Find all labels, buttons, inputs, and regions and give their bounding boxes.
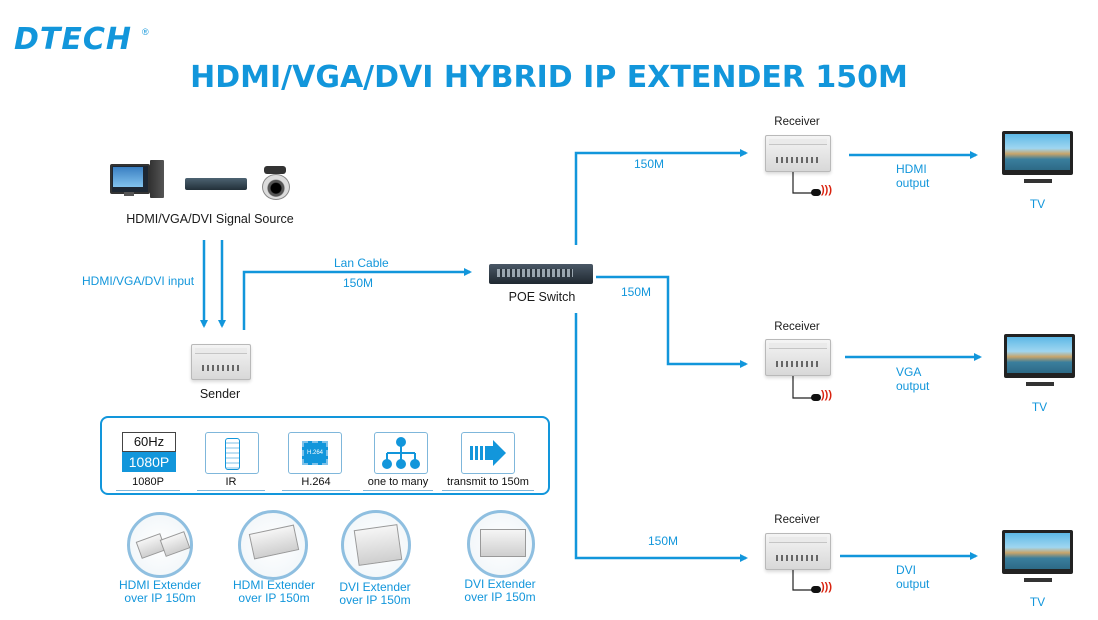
product-image-hdmi-extender	[127, 512, 193, 578]
input-label: HDMI/VGA/DVI input	[82, 274, 195, 288]
product-image-dvi-extender	[341, 510, 411, 580]
tv-icon	[1002, 131, 1073, 183]
ir-wave-icon: )))	[821, 184, 832, 196]
feature-label-h264: H.264	[282, 476, 350, 491]
tv-icon	[1002, 530, 1073, 582]
ir-wave-icon: )))	[821, 581, 832, 593]
lan-length-label: 150M	[343, 276, 374, 290]
brand-logo: DTECH	[14, 22, 132, 57]
receiver-label: Receiver	[774, 116, 820, 128]
switch-label: POE Switch	[508, 290, 576, 304]
branch-length-top: 150M	[634, 157, 665, 171]
branch-length-middle: 150M	[621, 285, 652, 299]
feature-label-1080p: 1080P	[116, 476, 180, 491]
ir-cable-3	[792, 570, 812, 591]
ir-receiver-icon	[811, 189, 821, 196]
tv-label: TV	[1029, 197, 1046, 211]
forward-arrow-icon	[461, 432, 515, 474]
tv-label: TV	[1029, 595, 1046, 609]
ir-wave-icon: )))	[821, 389, 832, 401]
receiver-device	[765, 533, 831, 570]
chip-icon: H.264	[288, 432, 342, 474]
network-tree-icon	[374, 432, 428, 474]
registered-mark: ®	[142, 27, 149, 37]
camera-icon	[258, 166, 292, 200]
receiver-label: Receiver	[774, 514, 820, 526]
branch-length-bottom: 150M	[648, 534, 679, 548]
feature-panel: 60Hz 1080P 1080P IR H.264 H.264 one to m…	[100, 416, 550, 495]
ir-receiver-icon	[811, 586, 821, 593]
product-image-hdmi-extender	[238, 510, 308, 580]
sender-label: Sender	[199, 387, 241, 401]
receiver-device	[765, 135, 831, 172]
resolution-badge-icon: 60Hz 1080P	[122, 432, 176, 472]
product-image-dvi-extender	[467, 510, 535, 578]
dvd-player-icon	[185, 178, 247, 190]
desktop-computer-icon	[110, 160, 164, 200]
ir-remote-icon	[205, 432, 259, 474]
branch-line-middle	[596, 275, 748, 368]
lan-cable-label: Lan Cable	[334, 256, 389, 270]
poe-switch-device	[489, 264, 593, 284]
ir-cable-1	[792, 172, 812, 194]
feature-label-ir: IR	[197, 476, 265, 491]
receiver-label: Receiver	[774, 321, 820, 333]
sender-device	[191, 344, 251, 380]
tv-label: TV	[1031, 400, 1048, 414]
source-label: HDMI/VGA/DVI Signal Source	[126, 212, 294, 226]
feature-label-transmit: transmit to 150m	[442, 476, 534, 491]
ir-cable-2	[792, 376, 812, 399]
tv-icon	[1004, 334, 1075, 386]
page-title: HDMI/VGA/DVI HYBRID IP EXTENDER 150M	[190, 60, 908, 95]
feature-label-one-to-many: one to many	[363, 476, 433, 491]
receiver-device	[765, 339, 831, 376]
branch-line-bottom	[574, 313, 748, 562]
ir-receiver-icon	[811, 394, 821, 401]
branch-line-top	[574, 149, 748, 245]
lan-cable-line	[242, 268, 472, 330]
